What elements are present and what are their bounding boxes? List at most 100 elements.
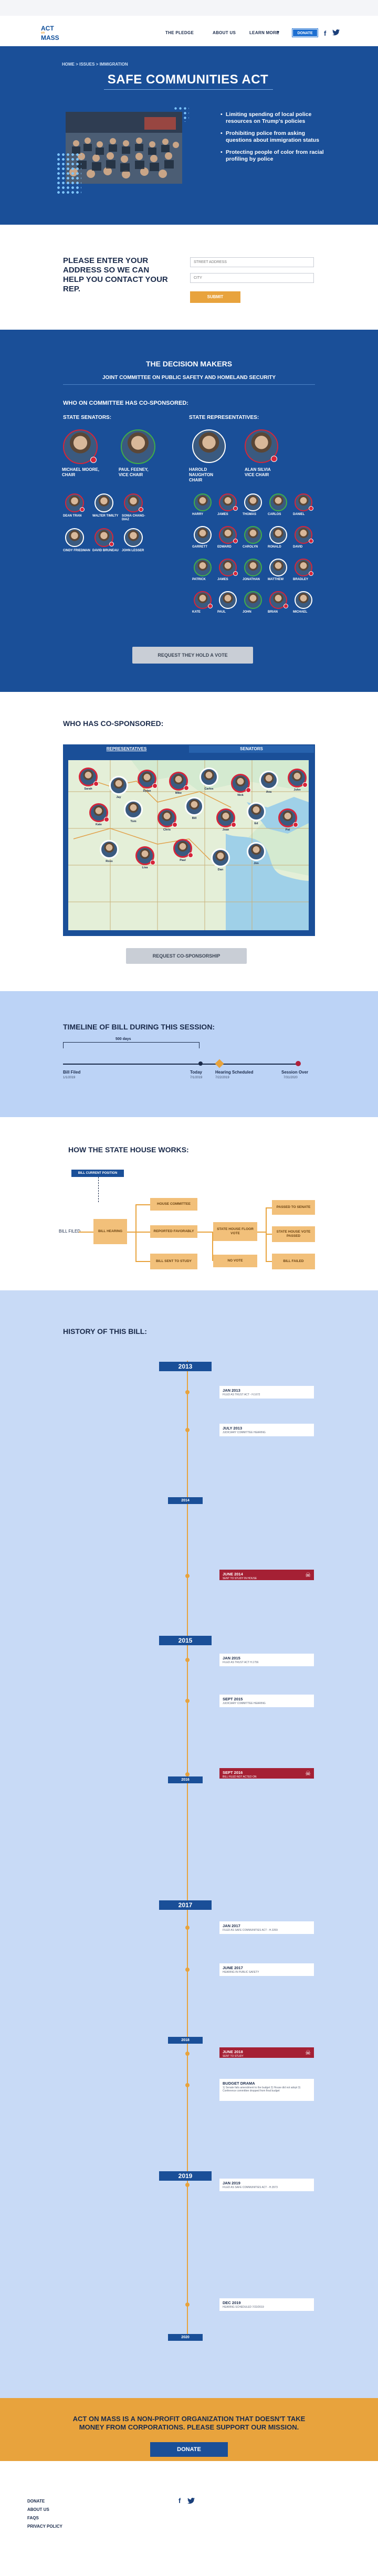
senator-avatar[interactable] (65, 493, 84, 512)
representative-avatar[interactable] (269, 493, 287, 511)
request-cosponsorship-button[interactable]: REQUEST CO-SPONSORSHIP (126, 948, 247, 964)
map-pin[interactable] (247, 842, 266, 861)
history-dot (185, 1574, 190, 1578)
map-pin-label: Lisa (142, 866, 148, 869)
map-pin[interactable] (211, 848, 230, 867)
map-pin-label: Carlos (204, 787, 214, 791)
decision-makers-title: THE DECISION MAKERS (145, 360, 233, 368)
twitter-icon[interactable] (332, 29, 340, 36)
flow-connector (135, 1261, 150, 1262)
footer-link-donate[interactable]: DONATE (27, 2499, 45, 2504)
history-event-text: JUDICIARY COMMITTEE HEARING (223, 1431, 266, 1434)
representative-avatar[interactable] (269, 526, 287, 544)
representative-avatar[interactable] (244, 591, 262, 609)
breadcrumb[interactable]: HOME > ISSUES > IMMIGRATION (62, 62, 128, 67)
flow-step-house-committee: HOUSE COMMITTEE (150, 1198, 197, 1211)
flow-connector (135, 1204, 150, 1205)
representative-avatar[interactable] (219, 591, 237, 609)
senator-avatar[interactable] (65, 528, 84, 547)
map-pin[interactable] (247, 802, 266, 821)
nav-learn-more[interactable]: LEARN MORE (249, 30, 279, 35)
map-pin[interactable] (185, 797, 204, 816)
representative-avatar[interactable] (244, 526, 262, 544)
footer-link-faqs[interactable]: FAQS (27, 2516, 39, 2520)
not-cosponsor-badge (271, 456, 277, 462)
representative-avatar[interactable] (219, 559, 237, 576)
representative-avatar[interactable] (194, 493, 212, 511)
timeline-point-date: 7/31/2020 (284, 1076, 298, 1079)
map-pin[interactable] (200, 767, 218, 786)
decision-makers-section (0, 330, 378, 692)
representative-avatar[interactable] (295, 559, 312, 576)
city-input[interactable] (190, 273, 314, 283)
donate-button[interactable]: DONATE (150, 2442, 228, 2457)
representative-name: GARRETT (192, 545, 207, 549)
nav-about[interactable]: ABOUT US (213, 30, 236, 35)
request-vote-button[interactable]: REQUEST THEY HOLD A VOTE (132, 647, 253, 664)
map-attribution (231, 928, 309, 931)
representative-avatar[interactable] (269, 559, 287, 576)
facebook-icon[interactable]: f (324, 29, 327, 37)
map-pin-label: John (293, 788, 301, 792)
street-address-input[interactable] (190, 257, 314, 267)
representative-avatar[interactable] (194, 526, 212, 544)
header-donate-button[interactable]: DONATE (292, 28, 318, 37)
chevron-down-icon[interactable]: ▾ (277, 30, 280, 35)
map-pin-label: Nick (237, 794, 244, 797)
footer-link-about[interactable]: ABOUT US (27, 2507, 49, 2512)
senator-avatar[interactable] (124, 528, 143, 547)
footer-facebook-icon[interactable]: f (178, 2497, 181, 2505)
footer-link-privacy[interactable]: PRIVACY POLICY (27, 2524, 62, 2529)
map-pin[interactable] (100, 840, 119, 859)
map-pin-label: Kate (96, 823, 102, 826)
footer-twitter-icon[interactable] (187, 2497, 195, 2505)
senator-avatar[interactable] (94, 493, 113, 512)
history-event-text: HEARING SCHEDULED 7/22/2019 (223, 2306, 264, 2309)
representative-name: THOMAS (243, 513, 256, 516)
representative-avatar[interactable] (192, 429, 226, 463)
map-pin-label: Ed (254, 822, 258, 825)
history-dot (185, 2083, 190, 2087)
current-position-tag: BILL CURRENT POSITION (71, 1170, 124, 1177)
senator-avatar[interactable] (121, 429, 155, 464)
map-pin[interactable] (135, 846, 154, 865)
representative-avatar[interactable] (244, 559, 262, 576)
map-pin[interactable] (259, 771, 278, 790)
representative-name: RONALD (268, 545, 281, 549)
flow-connector (127, 1232, 135, 1233)
map-pin[interactable] (288, 769, 307, 787)
map-pin[interactable] (109, 776, 128, 795)
map-pin[interactable] (231, 774, 250, 793)
map-pin[interactable] (124, 800, 143, 819)
nav-pledge[interactable]: THE PLEDGE (165, 30, 194, 35)
representative-avatar[interactable] (244, 493, 262, 511)
flow-step-third: PASSED TO SENATE (272, 1200, 315, 1215)
timeline-axis (63, 1064, 298, 1065)
history-event-text: FILED AS SAFE COMMUNITIES ACT - H.3573 (223, 2186, 278, 2189)
representative-avatar[interactable] (295, 591, 312, 609)
representatives-label: STATE REPRESENTATIVES: (189, 415, 259, 420)
map-pin[interactable] (89, 803, 108, 822)
site-logo[interactable]: ACT on MASS (41, 25, 65, 41)
history-dot (185, 1390, 190, 1394)
submit-button[interactable]: SUBMIT (190, 291, 240, 303)
tab-senators[interactable]: SENATORS (189, 745, 314, 753)
history-dot (185, 1699, 190, 1703)
tab-representatives[interactable]: REPRESENTATIVES (64, 745, 189, 753)
representative-avatar[interactable] (194, 559, 212, 576)
representative-name: BRADLEY (293, 578, 309, 581)
representative-avatar[interactable] (295, 493, 312, 511)
hero-photo (66, 112, 182, 184)
